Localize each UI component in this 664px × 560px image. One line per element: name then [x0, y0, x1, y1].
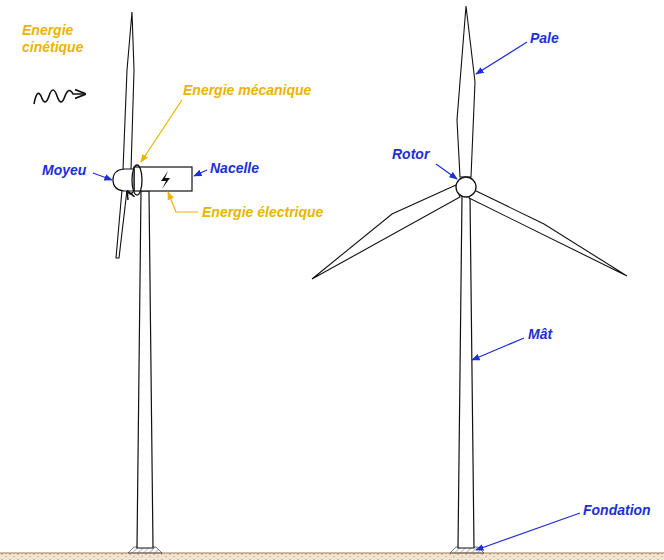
part-label: Moyeu — [42, 162, 86, 179]
energy-label: Energie électrique — [202, 204, 323, 221]
ground — [0, 553, 664, 560]
leader-lines — [93, 42, 580, 550]
part-label: Pale — [530, 30, 559, 47]
part-label: Nacelle — [210, 160, 259, 177]
wind-wave-symbol — [34, 90, 84, 104]
front-view-turbine — [312, 6, 627, 553]
energy-label: Energie cinétique — [22, 22, 96, 56]
part-label: Rotor — [392, 146, 429, 163]
part-label: Fondation — [583, 502, 651, 519]
energy-label: Energie mécanique — [183, 82, 311, 99]
part-label: Mât — [528, 326, 552, 343]
side-view-turbine — [113, 12, 192, 553]
